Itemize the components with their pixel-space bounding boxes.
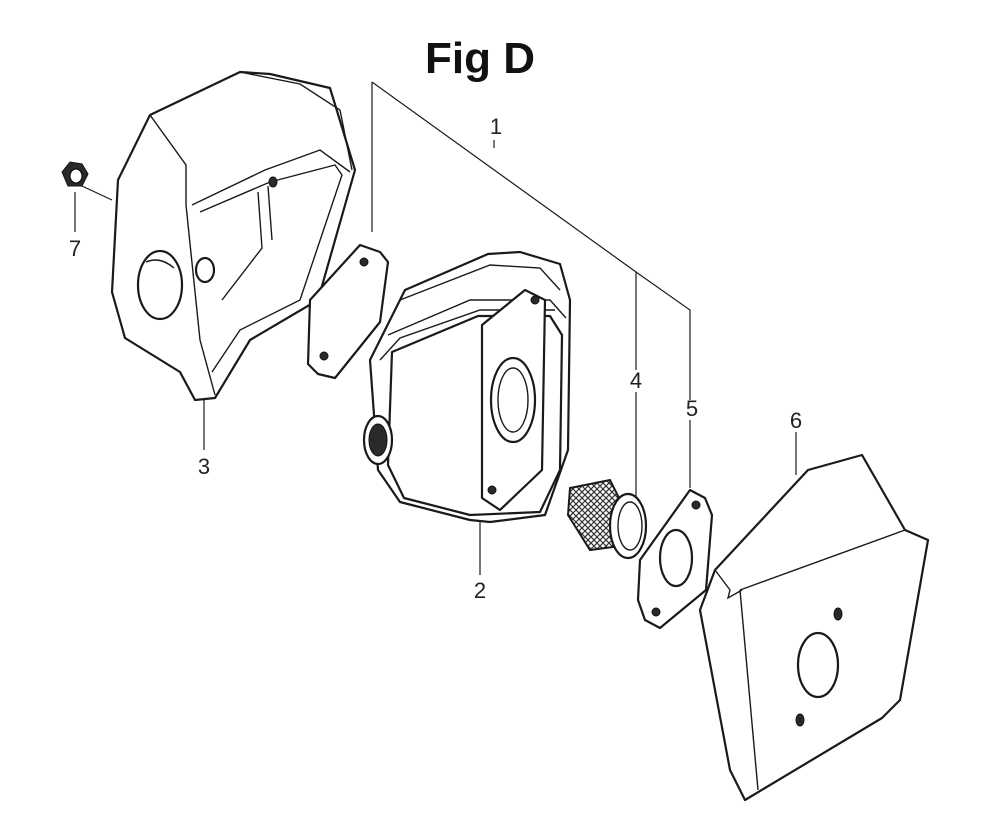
figure-title: Fig D bbox=[425, 34, 535, 83]
callout-1: 1 bbox=[490, 114, 502, 139]
callout-2: 2 bbox=[474, 578, 486, 603]
leader-lines bbox=[74, 81, 797, 575]
callout-labels: 1 2 3 4 5 6 7 bbox=[69, 114, 802, 603]
part-6-heat-shield bbox=[698, 453, 930, 802]
part-2-muffler bbox=[362, 250, 572, 524]
part-3-muffler-protector bbox=[110, 70, 357, 402]
muffler-gasket-plate bbox=[306, 243, 390, 380]
callout-3: 3 bbox=[198, 454, 210, 479]
callout-4: 4 bbox=[630, 368, 642, 393]
part-5-exhaust-gasket bbox=[636, 488, 714, 630]
part-7-nut bbox=[61, 161, 89, 187]
callout-7: 7 bbox=[69, 236, 81, 261]
callout-6: 6 bbox=[790, 408, 802, 433]
callout-5: 5 bbox=[686, 396, 698, 421]
part-4-spark-arrester bbox=[566, 478, 648, 560]
